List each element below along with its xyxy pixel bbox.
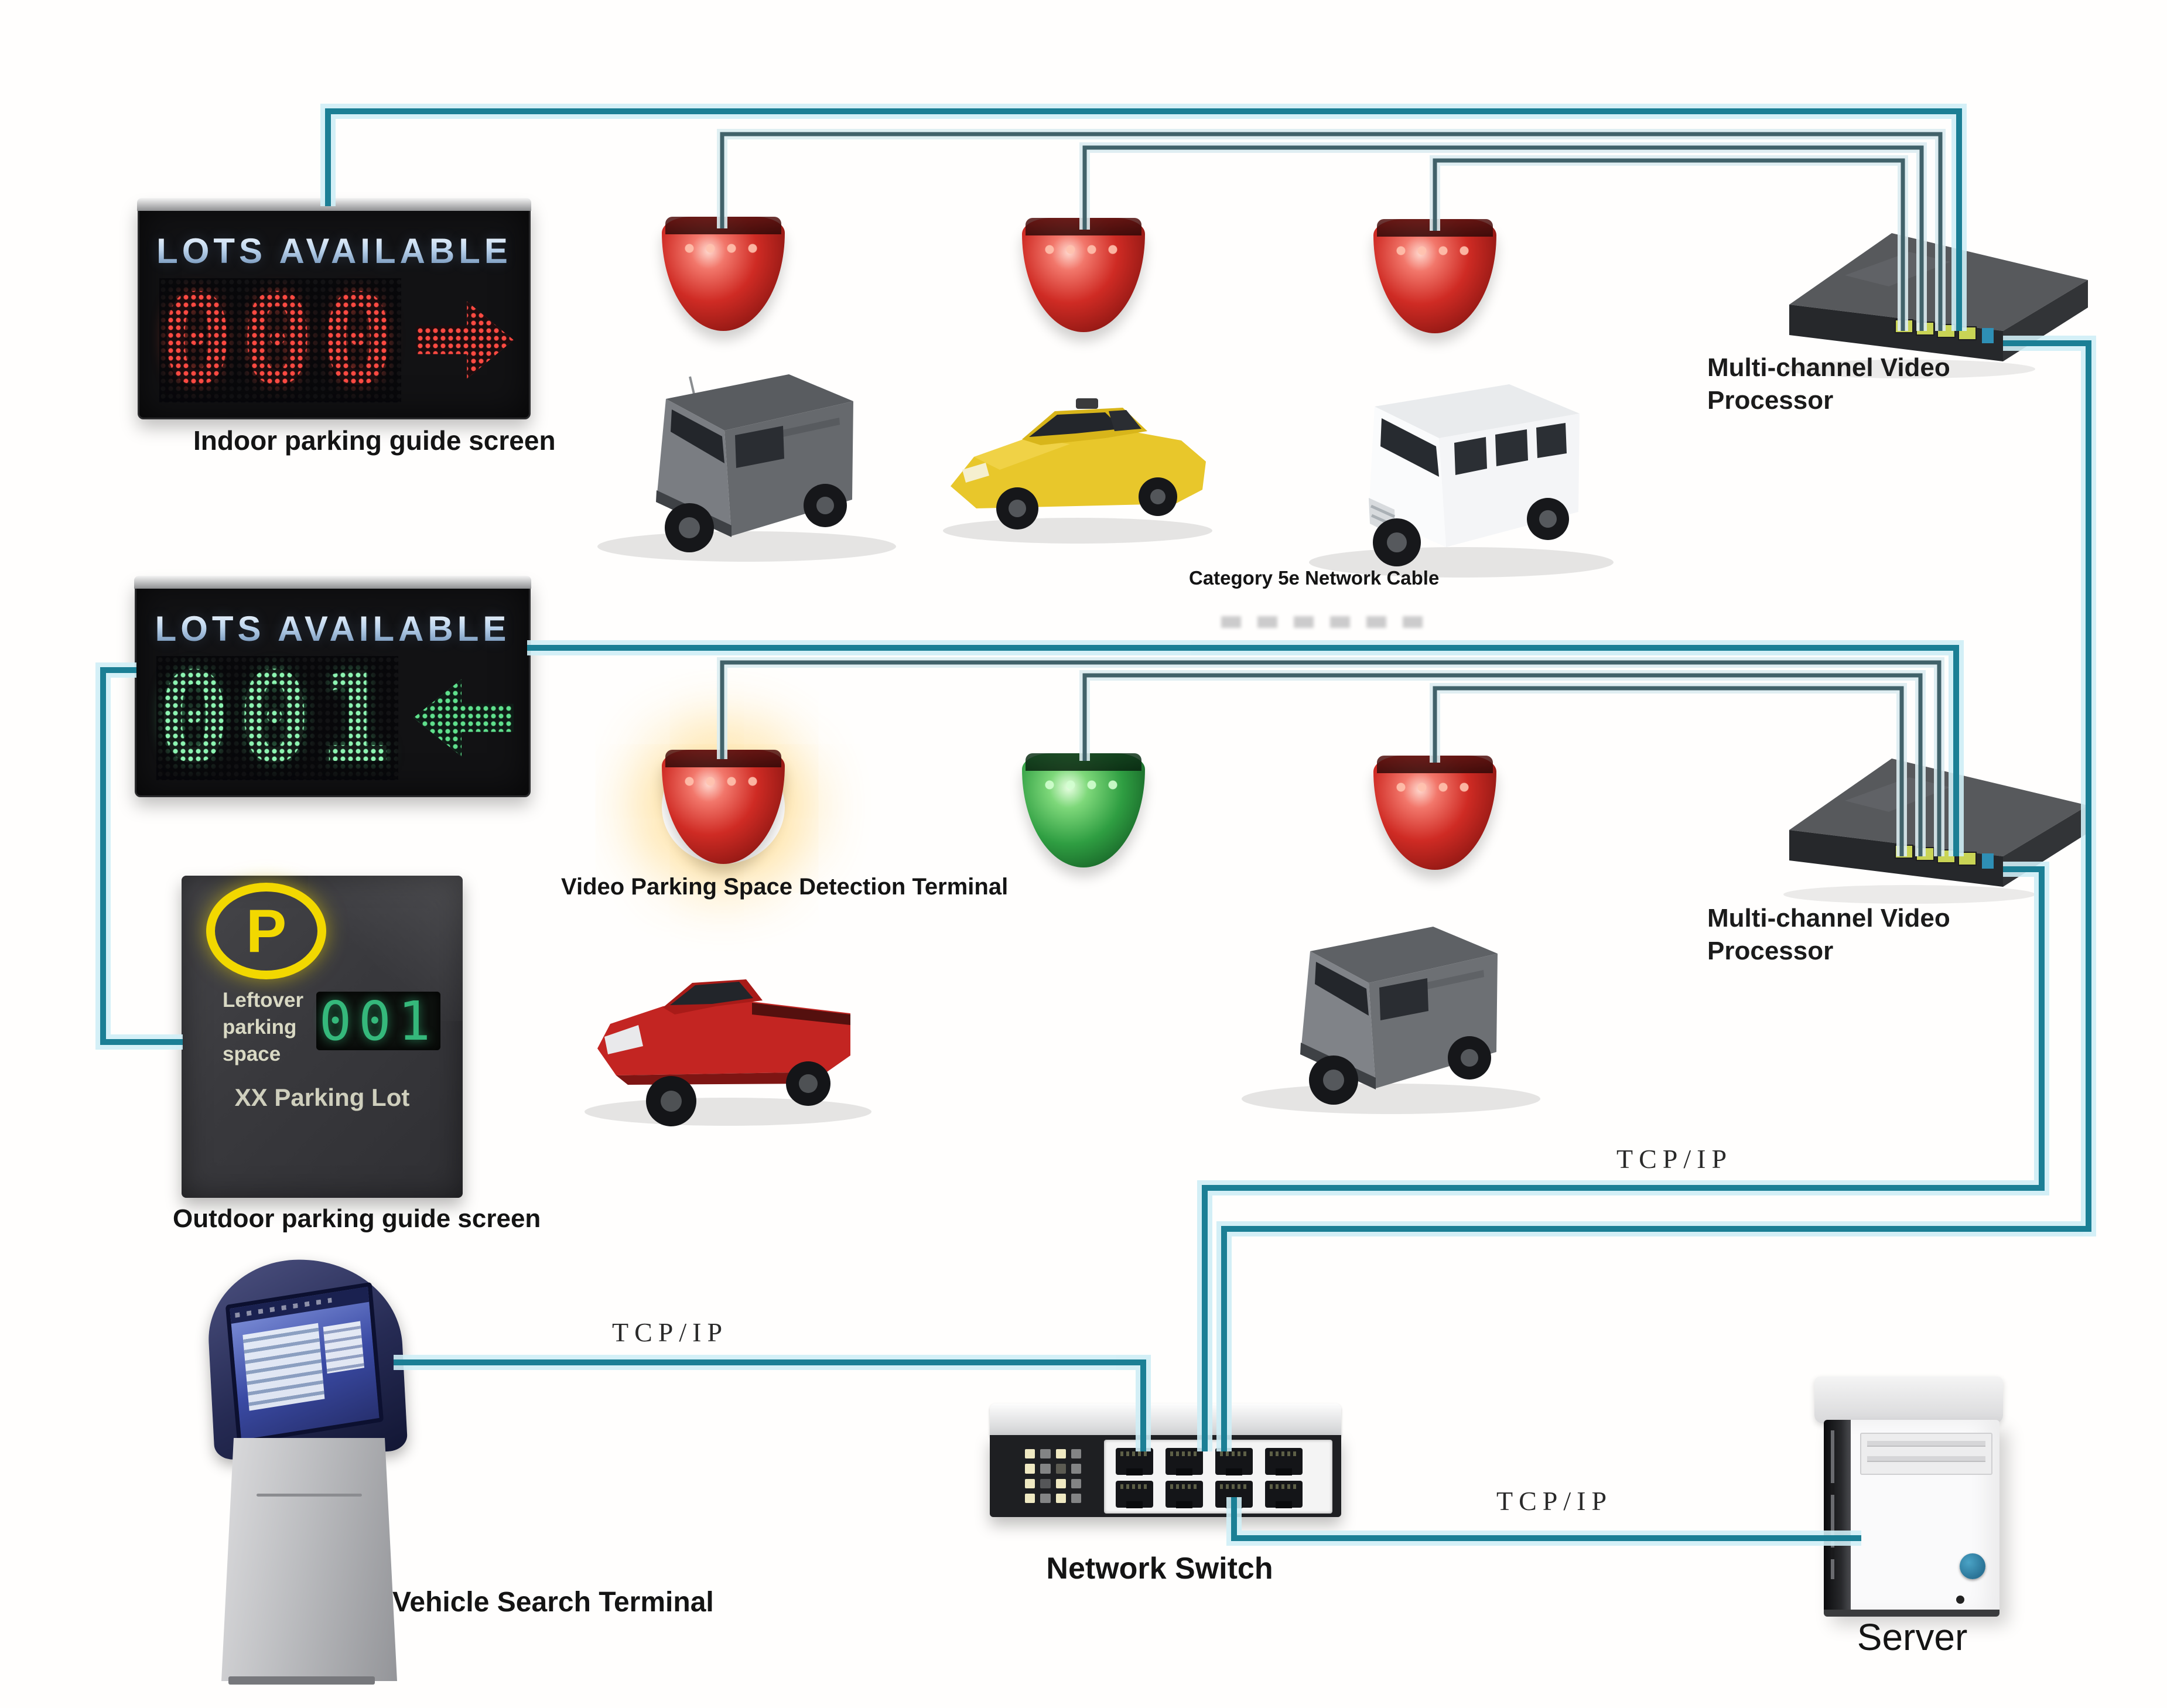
ethernet-port: [1265, 1448, 1303, 1475]
ethernet-port: [1165, 1481, 1203, 1508]
sign-top-rail: [134, 576, 531, 589]
available-count: 001: [156, 645, 398, 790]
ethernet-port: [1116, 1448, 1153, 1475]
sensor-green-icon: [1022, 753, 1145, 867]
red-pickup-icon: [585, 979, 871, 1126]
kiosk-label: Vehicle Search Terminal: [392, 1587, 714, 1618]
available-count: 000: [159, 267, 401, 412]
mid-guide-sign: LOTS AVAILABLE 001: [134, 576, 531, 797]
white-van-icon: [1309, 384, 1614, 578]
leftover-count-panel: 001: [316, 989, 440, 1053]
processor-mid-label-line1: Multi-channel Video: [1707, 904, 1950, 932]
switch-port-panel: [1104, 1440, 1332, 1514]
processor-top-label-line2: Processor: [1707, 386, 1834, 415]
kiosk-screen-card: [319, 1316, 368, 1379]
processor-top-label: Multi-channel Video Processor: [1707, 351, 1950, 417]
lot-name: XX Parking Lot: [234, 1084, 410, 1111]
sensor-red-5-icon: [1373, 756, 1496, 870]
kiosk-screen: [225, 1282, 384, 1445]
outdoor-sign-label: Outdoor parking guide screen: [173, 1204, 541, 1233]
tcpip-label-backbone: TCP/IP: [1616, 1144, 1733, 1174]
outdoor-guide-sign: P Leftover parking space 001 XX Parking …: [182, 876, 463, 1198]
ethernet-port: [1215, 1448, 1253, 1475]
network-switch-label: Network Switch: [1046, 1552, 1273, 1586]
sensor-red-1-icon: [662, 217, 785, 331]
switch-led-panel: [1025, 1449, 1081, 1503]
server-label: Server: [1857, 1616, 1968, 1658]
kiosk-ticket-slot: [257, 1494, 362, 1497]
processor-mid-label-line2: Processor: [1707, 937, 1834, 965]
indoor-guide-sign: LOTS AVAILABLE 000: [137, 198, 531, 419]
server-side-strip: [1824, 1420, 1851, 1614]
processor-top-label-line1: Multi-channel Video: [1707, 353, 1950, 382]
kiosk-body: [221, 1438, 397, 1681]
faded-text-artifact: [1221, 616, 1438, 628]
gray-van-2-icon: [1242, 927, 1540, 1114]
ethernet-port: [1265, 1481, 1303, 1508]
server-led-dot: [1956, 1596, 1964, 1604]
network-switch-device: [990, 1403, 1341, 1521]
sign-top-rail: [137, 198, 531, 211]
server-power-button: [1960, 1553, 1985, 1579]
right-arrow-icon: [416, 301, 514, 379]
detection-terminal-label: Video Parking Space Detection Terminal: [561, 874, 1009, 900]
ethernet-port: [1165, 1448, 1203, 1475]
gray-van-icon: [597, 374, 896, 562]
indoor-sign-label: Indoor parking guide screen: [193, 425, 556, 456]
leftover-caption: Leftover parking space: [223, 989, 304, 1065]
server-base: [1824, 1610, 1999, 1617]
leftover-count: 001: [319, 989, 438, 1053]
sensor-red-3-icon: [1373, 219, 1496, 333]
yellow-taxi-icon: [943, 398, 1212, 544]
cable-category-label: Category 5e Network Cable: [1189, 567, 1440, 589]
ethernet-port: [1116, 1481, 1153, 1508]
processor-middle-device: [1783, 759, 2088, 904]
ethernet-port: [1215, 1481, 1253, 1508]
sign-title: LOTS AVAILABLE: [136, 609, 529, 649]
sensor-red-4-icon: [662, 750, 785, 864]
switch-top: [990, 1403, 1341, 1436]
parking-icon: P: [206, 883, 326, 979]
left-arrow-icon: [413, 679, 514, 757]
server-body: [1824, 1420, 1999, 1614]
processor-mid-label: Multi-channel Video Processor: [1707, 902, 1950, 968]
search-kiosk-device: [204, 1254, 416, 1690]
kiosk-screen-list: [237, 1316, 330, 1417]
tcpip-label-server: TCP/IP: [1496, 1486, 1613, 1516]
server-drive-bay: [1860, 1433, 1992, 1475]
server-tower: [1810, 1376, 2012, 1625]
sensor-red-2-icon: [1022, 218, 1145, 332]
sign-title: LOTS AVAILABLE: [139, 231, 529, 271]
server-top-cap: [1814, 1376, 2003, 1423]
kiosk-base: [228, 1676, 375, 1685]
tcpip-label-kiosk: TCP/IP: [612, 1317, 729, 1347]
